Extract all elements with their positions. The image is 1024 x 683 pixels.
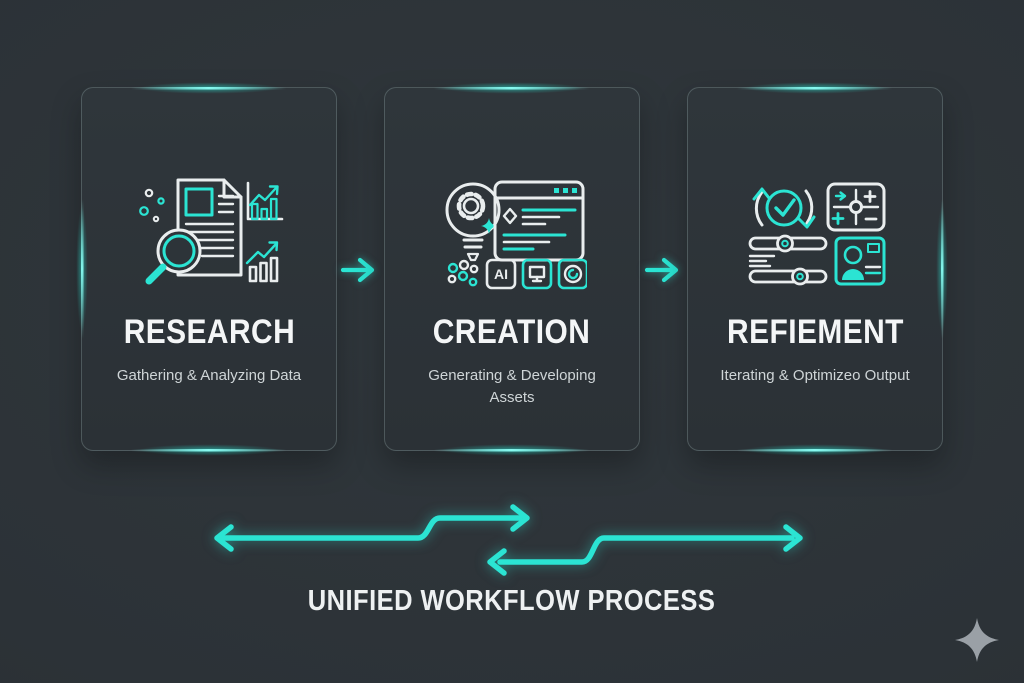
ai-badge-label: AI	[494, 266, 508, 282]
card-title-creation: CREATION	[433, 313, 591, 351]
card-title-refinement: REFIEMENT	[726, 313, 904, 351]
card-title-research: RESEARCH	[123, 313, 295, 351]
glow-bottom	[415, 442, 609, 458]
footer-label: UNIFIED WORKFLOW PROCESS	[308, 585, 716, 617]
bidirectional-flow-arrows	[214, 504, 803, 576]
sparkle-logo-icon	[953, 616, 1001, 664]
refinement-icon	[740, 168, 890, 293]
arrow-right-icon	[340, 254, 380, 286]
glow-top	[112, 80, 306, 96]
card-subtitle-refinement: Iterating & Optimizeo Output	[720, 367, 910, 384]
research-icon	[134, 168, 284, 293]
glow-top	[415, 80, 609, 96]
card-subtitle-research: Gathering & Analyzing Data	[116, 367, 302, 384]
glow-top	[718, 80, 912, 96]
card-subtitle-creation: Generating & Developing Assets	[428, 367, 596, 406]
card-creation: AI CREATION Generating & Developing Asse…	[384, 80, 640, 458]
glow-right	[934, 182, 950, 356]
arrow-right-icon	[644, 254, 684, 286]
glow-left	[74, 182, 90, 356]
glow-bottom	[718, 442, 912, 458]
card-refinement: REFIEMENT Iterating & Optimizeo Output	[687, 80, 950, 458]
card-research: RESEARCH Gathering & Analyzing Data	[74, 80, 337, 458]
glow-bottom	[112, 442, 306, 458]
creation-icon: AI	[437, 168, 589, 293]
